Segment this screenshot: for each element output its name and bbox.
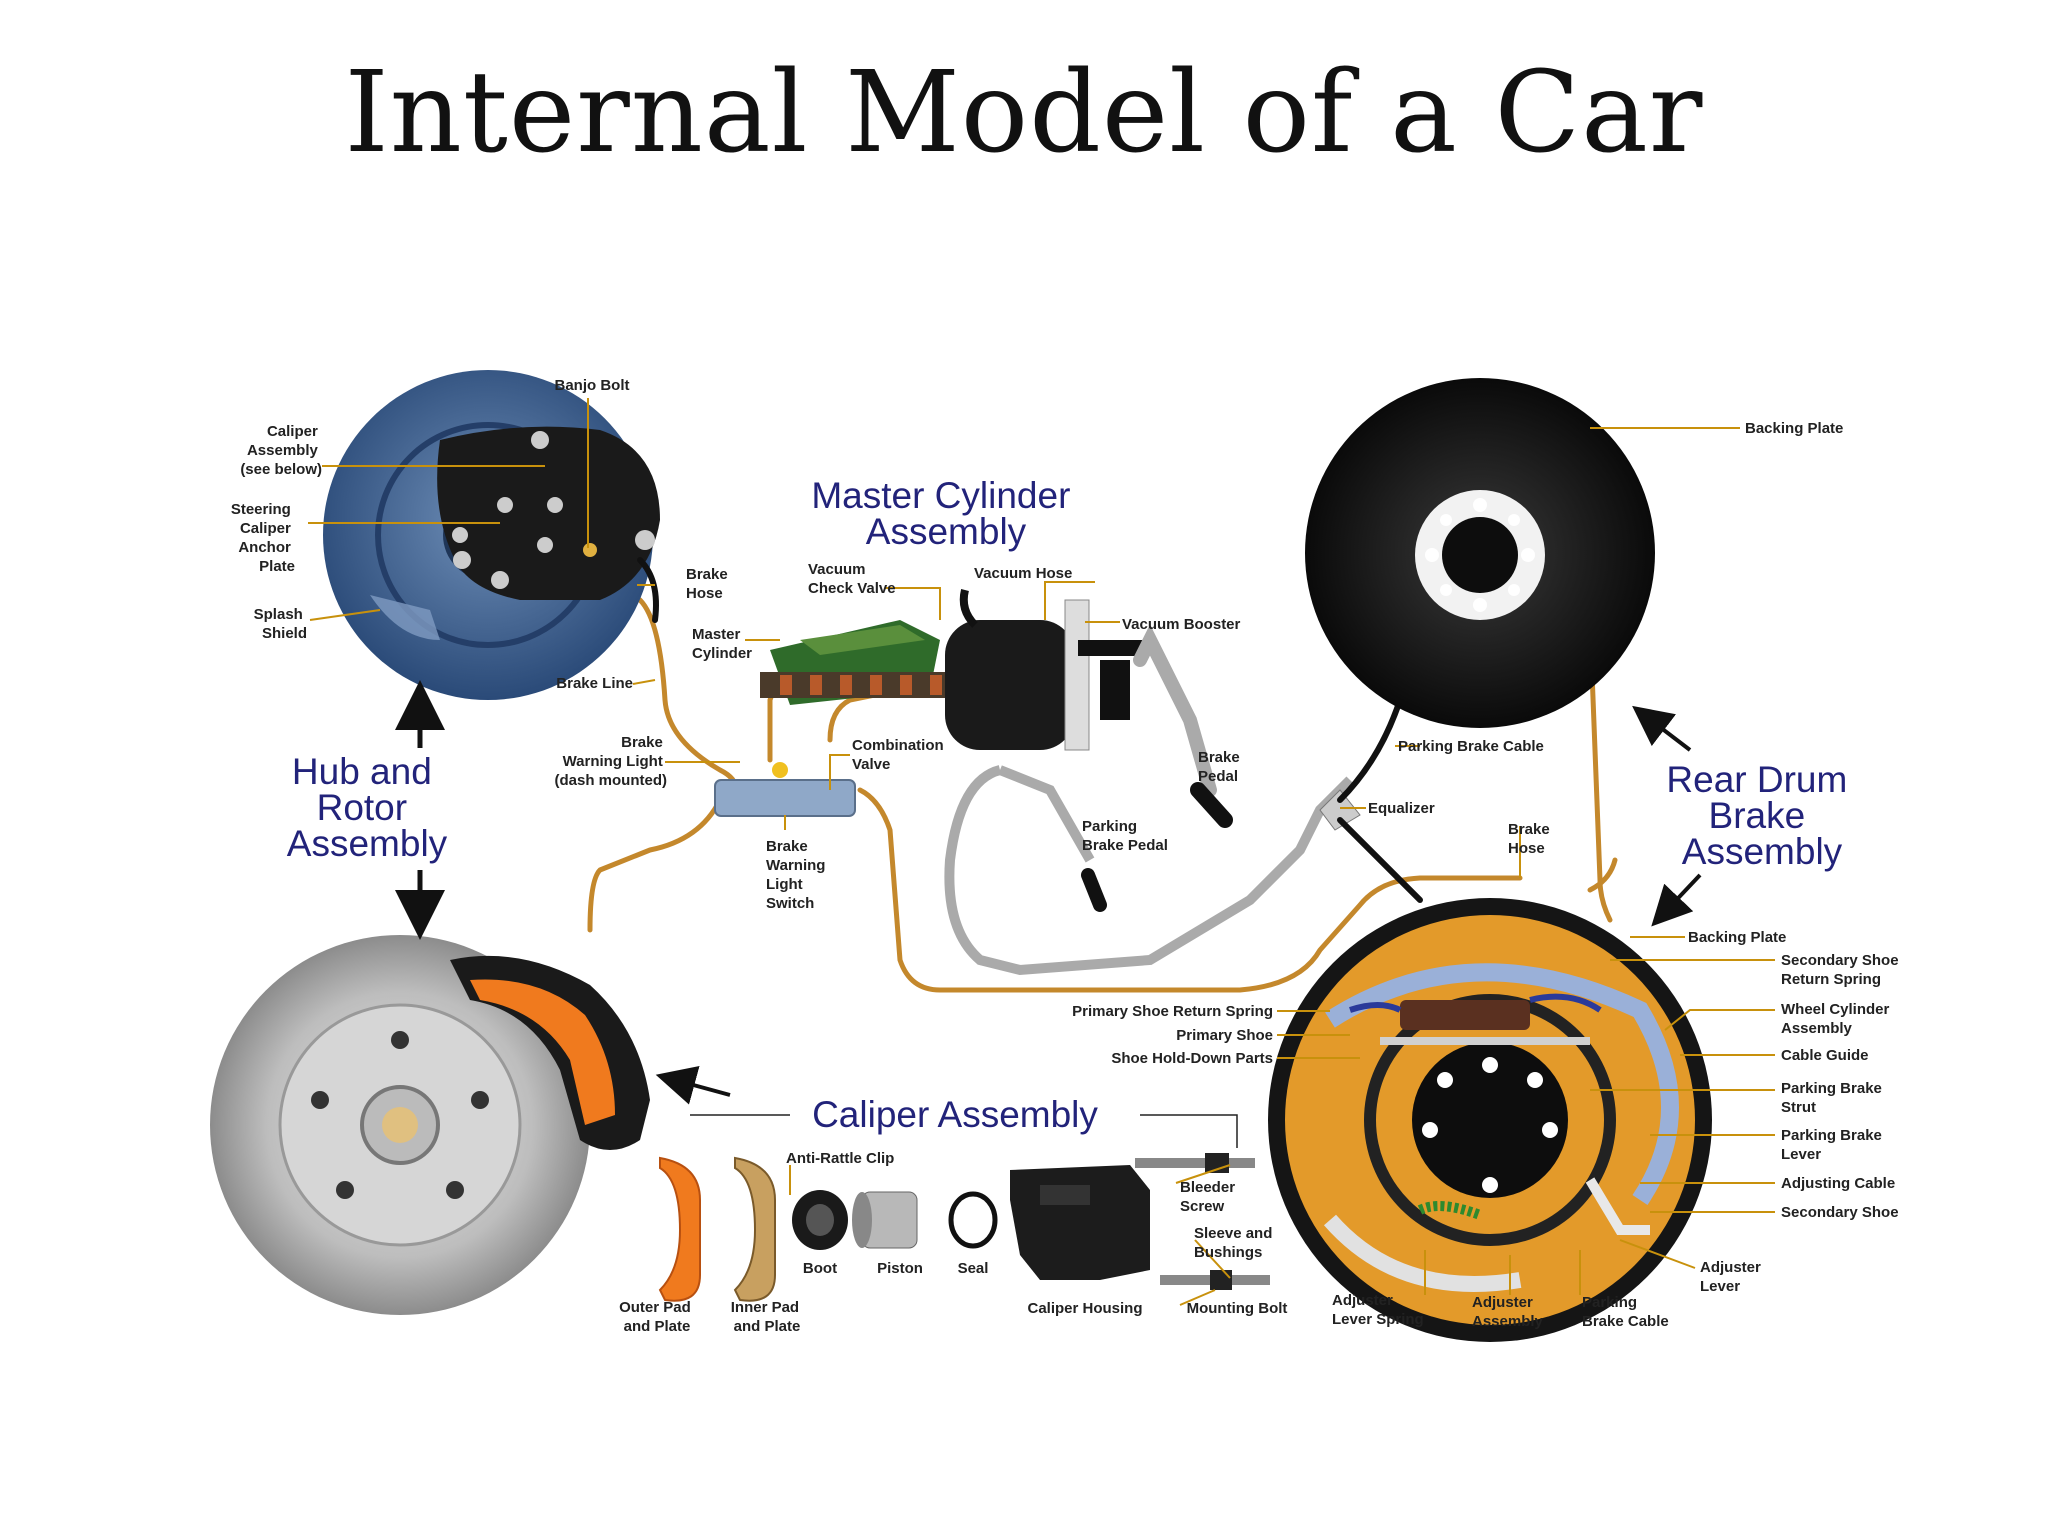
front-rotor: [210, 935, 590, 1315]
label-seal: Seal: [958, 1260, 989, 1277]
label-secondary-shoe-return-spring: Secondary Shoe Return Spring: [1781, 952, 1903, 988]
label-vacuum-check-valve: Vacuum Check Valve: [808, 561, 896, 597]
boot-part: [792, 1190, 848, 1250]
equalizer: [1319, 789, 1361, 831]
label-master-cylinder: Master Cylinder: [692, 626, 752, 662]
label-primary-shoe: Primary Shoe: [1176, 1027, 1273, 1044]
combination-valve: [714, 762, 856, 817]
label-brake-line: Brake Line: [556, 675, 633, 692]
label-cable-guide: Cable Guide: [1781, 1047, 1869, 1064]
label-steering-anchor-plate: Steering Caliper Anchor Plate: [231, 501, 295, 575]
label-vacuum-hose: Vacuum Hose: [974, 565, 1072, 582]
group-rear-drum: Rear Drum Brake Assembly: [1666, 759, 1857, 872]
parking-brake-cables: [1337, 677, 1423, 903]
label-parking-brake-strut: Parking Brake Strut: [1781, 1080, 1886, 1116]
front-caliper: [450, 955, 650, 1150]
label-adjusting-cable: Adjusting Cable: [1781, 1175, 1895, 1192]
label-parking-brake-lever: Parking Brake Lever: [1781, 1127, 1886, 1163]
caliper-group-bracket: [690, 1114, 1238, 1148]
label-secondary-shoe: Secondary Shoe: [1781, 1204, 1899, 1221]
mounting-bolt-part: [1160, 1270, 1270, 1290]
label-brake-pedal: Brake Pedal: [1198, 749, 1244, 785]
vacuum-booster: [945, 589, 1148, 751]
label-shoe-hold-down-parts: Shoe Hold-Down Parts: [1111, 1050, 1273, 1067]
brake-pedal: [1133, 624, 1233, 828]
label-caliper-assembly: Caliper Assembly (see below): [240, 423, 322, 478]
inner-pad: [733, 1156, 776, 1302]
piston-part: [852, 1191, 918, 1249]
label-brake-warning-switch: Brake Warning Light Switch: [766, 838, 830, 912]
label-front-brake-hose: Brake Hose: [686, 566, 732, 602]
arrow-rear-bottom: [1651, 873, 1702, 927]
parking-brake-pedal: [944, 765, 1354, 976]
seal-part: [948, 1191, 998, 1249]
bleeder-screw-part: [1135, 1153, 1255, 1173]
group-hub-rotor: Hub and Rotor Assembly: [287, 751, 448, 864]
label-primary-shoe-return-spring: Primary Shoe Return Spring: [1072, 1003, 1273, 1020]
label-wheel-cylinder-assembly: Wheel Cylinder Assembly: [1781, 1001, 1894, 1037]
label-inner-pad: Inner Pad and Plate: [731, 1299, 804, 1335]
outer-pad: [658, 1156, 701, 1302]
leader-lines: [308, 398, 1775, 1306]
label-rear-brake-hose: Brake Hose: [1508, 821, 1554, 857]
label-vacuum-booster: Vacuum Booster: [1122, 616, 1241, 633]
label-banjo-bolt: Banjo Bolt: [555, 377, 630, 394]
label-parking-brake-cable-bottom: Parking Brake Cable: [1582, 1294, 1669, 1330]
label-outer-pad: Outer Pad and Plate: [619, 1299, 695, 1335]
label-adjuster-assembly: Adjuster Assembly: [1472, 1294, 1544, 1330]
label-splash-shield: Splash Shield: [254, 606, 307, 642]
group-master-cylinder: Master Cylinder Assembly: [811, 475, 1080, 552]
group-caliper-assembly: Caliper Assembly: [812, 1094, 1098, 1135]
label-adjuster-lever: Adjuster Lever: [1700, 1259, 1765, 1295]
arrows: [395, 680, 1702, 1105]
arrow-rear-top: [1632, 705, 1692, 752]
label-bleeder-screw: Bleeder Screw: [1180, 1179, 1239, 1215]
label-boot: Boot: [803, 1260, 837, 1277]
arrow-caliper: [655, 1065, 731, 1105]
label-caliper-housing: Caliper Housing: [1027, 1300, 1142, 1317]
label-backing-plate-drum: Backing Plate: [1688, 929, 1786, 946]
rear-drum-assembly: [1268, 898, 1712, 1342]
caliper-anchor-plate: [437, 426, 660, 600]
label-backing-plate-top: Backing Plate: [1745, 420, 1843, 437]
label-piston: Piston: [877, 1260, 923, 1277]
caliper-housing-part: [1010, 1165, 1150, 1280]
slide-title: Internal Model of a Car: [344, 48, 1704, 178]
label-equalizer: Equalizer: [1368, 800, 1435, 817]
label-brake-warning-light: Brake Warning Light (dash mounted): [555, 734, 668, 789]
label-parking-brake-pedal: Parking Brake Pedal: [1082, 818, 1168, 854]
label-parking-brake-cable: Parking Brake Cable: [1398, 738, 1544, 755]
master-cylinder-assembly: [760, 620, 960, 705]
label-adjuster-lever-spring: Adjuster Lever Spring: [1332, 1292, 1424, 1328]
label-anti-rattle-clip: Anti-Rattle Clip: [786, 1150, 894, 1167]
label-combination-valve: Combination Valve: [852, 737, 948, 773]
rear-backing-plate: [1305, 378, 1655, 728]
label-sleeve-bushings: Sleeve and Bushings: [1194, 1225, 1277, 1261]
label-mounting-bolt: Mounting Bolt: [1187, 1300, 1288, 1317]
